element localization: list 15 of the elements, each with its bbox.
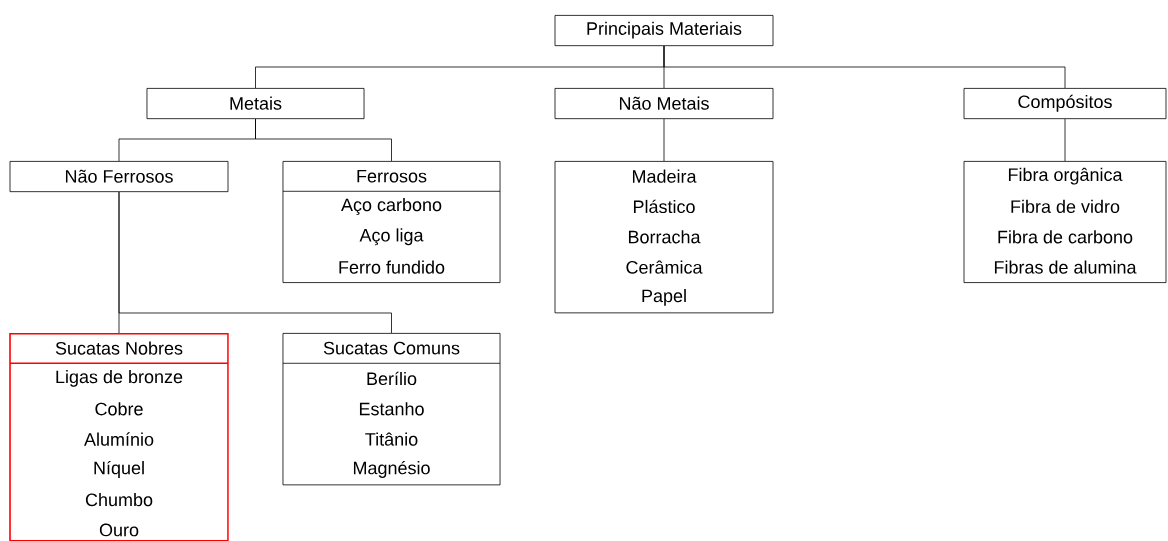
list-box: Fibra orgânica Fibra de vidro Fibra de carbono Fibras de alumina	[963, 161, 1167, 283]
category-box: Metais	[146, 88, 365, 120]
list-box: Sucatas Comuns Berílio Estanho Titânio Magnésio	[282, 333, 501, 486]
list-box: Ferrosos Aço carbono Aço liga Ferro fundido	[282, 161, 501, 283]
category-box: Principais Materiais	[554, 15, 774, 47]
category-box: Compósitos	[963, 88, 1167, 120]
highlighted-list-box: Sucatas Nobres Ligas de bronze Cobre Alumínio Níquel Chumbo Ouro	[9, 333, 229, 541]
connector-line	[255, 118, 392, 162]
connector-line	[1064, 118, 1066, 162]
category-box: Não Ferrosos	[9, 161, 229, 193]
connector-line	[663, 45, 1066, 89]
category-box: Não Metais	[554, 88, 774, 120]
connector-line	[663, 118, 665, 162]
list-box: Madeira Plástico Borracha Cerâmica Papel	[554, 161, 774, 314]
connector-line	[118, 191, 392, 334]
